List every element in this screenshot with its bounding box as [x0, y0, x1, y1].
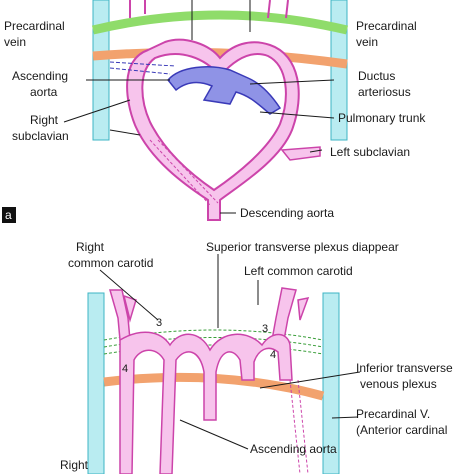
panel-b-leader-lines [99, 254, 361, 450]
label-precardinal-vein-left-1: Precardinal [4, 19, 65, 33]
orange-transverse-plexus [92, 47, 348, 69]
label-right-subclavian-1: Right [30, 113, 59, 127]
left-precardinal-vein-b [87, 292, 105, 474]
label-precardinal-vein-right-1: Precardinal [356, 19, 417, 33]
label-ascending-aorta-1: Ascending [12, 69, 68, 83]
pulmonary-trunk [167, 66, 282, 115]
green-transverse-vessel [91, 10, 349, 35]
right-precardinal-vein-b [322, 292, 340, 474]
panel-a: Precardinal vein Precardinal vein Ascend… [2, 0, 426, 223]
label-ductus-arteriosus-1: Ductus [358, 69, 395, 83]
panel-a-letter: a [5, 208, 12, 222]
right-dashed-vessel-b [289, 379, 309, 474]
label-pulmonary-trunk: Pulmonary trunk [338, 111, 426, 125]
label-precardinal-v-2: (Anterior cardinal [356, 423, 447, 437]
label-ascending-aorta-b: Ascending aorta [250, 442, 337, 456]
top-artery-stubs [129, 0, 289, 19]
label-left-subclavian: Left subclavian [330, 145, 410, 159]
label-right-subclavian-2: subclavian [12, 129, 69, 143]
left-subclavian-branch [280, 146, 321, 161]
label-inferior-plexus-2: venous plexus [360, 377, 437, 391]
right-subclavian-dashed [149, 139, 219, 206]
label-descending-aorta: Descending aorta [240, 206, 334, 220]
left-precardinal-vein [92, 0, 110, 141]
arch-number-left-3: 3 [156, 317, 162, 329]
top-black-lines [191, 0, 251, 40]
arch-number-left-4: 4 [122, 363, 128, 375]
label-inferior-plexus-1: Inferior transverse [356, 361, 453, 375]
right-precardinal-vein [330, 0, 348, 141]
arch-number-right-3: 3 [262, 323, 268, 335]
label-precardinal-v-1: Precardinal V. [356, 407, 430, 421]
label-right-common-carotid-2: common carotid [68, 256, 153, 270]
label-ascending-aorta-2: aorta [30, 85, 58, 99]
label-precardinal-vein-right-2: vein [356, 35, 378, 49]
label-right-bottom: Right [60, 458, 89, 472]
label-right-common-carotid-1: Right [76, 240, 105, 254]
label-superior-plexus: Superior transverse plexus diappear [206, 240, 399, 254]
ductus-dashed [109, 61, 176, 75]
label-ductus-arteriosus-2: arteriosus [358, 85, 411, 99]
panel-a-leader-lines [63, 79, 335, 214]
arch-number-right-4: 4 [270, 349, 276, 361]
label-precardinal-vein-left-2: vein [4, 35, 26, 49]
left-carotid [271, 287, 310, 341]
panel-b: 3 3 4 4 Right common carotid Superior tr… [60, 240, 453, 474]
arch-system-b [119, 331, 293, 474]
panel-a-letter-box [2, 207, 16, 223]
label-left-common-carotid: Left common carotid [244, 264, 353, 278]
